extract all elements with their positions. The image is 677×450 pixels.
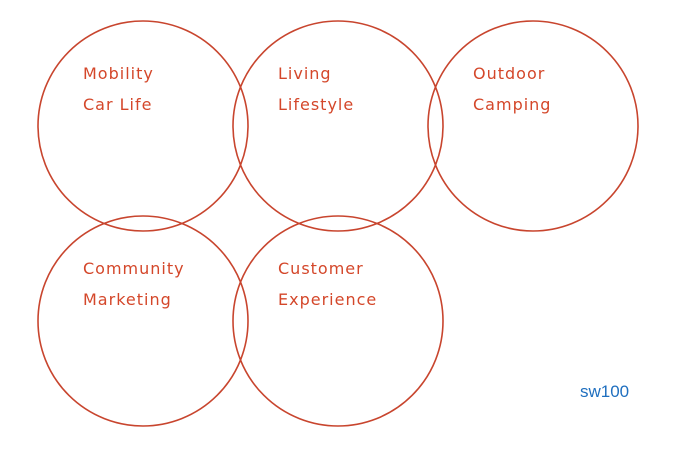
circle-living-label-1: Living xyxy=(278,64,332,83)
circle-community: Community Marketing xyxy=(37,215,249,427)
circle-community-label-2: Marketing xyxy=(83,290,172,309)
circle-customer-outline xyxy=(232,215,444,427)
circle-living-label-2: Lifestyle xyxy=(278,95,354,114)
circle-mobility: Mobility Car Life xyxy=(37,20,249,232)
circle-living: Living Lifestyle xyxy=(232,20,444,232)
circle-outdoor-outline xyxy=(427,20,639,232)
circle-mobility-label-1: Mobility xyxy=(83,64,154,83)
circle-outdoor-label-2: Camping xyxy=(473,95,551,114)
circle-mobility-outline xyxy=(37,20,249,232)
circle-community-label-1: Community xyxy=(83,259,185,278)
circle-outdoor: Outdoor Camping xyxy=(427,20,639,232)
circle-customer: Customer Experience xyxy=(232,215,444,427)
watermark-text: sw100 xyxy=(580,382,630,401)
circle-customer-label-1: Customer xyxy=(278,259,364,278)
circle-community-outline xyxy=(37,215,249,427)
circle-living-outline xyxy=(232,20,444,232)
circle-mobility-label-2: Car Life xyxy=(83,95,152,114)
circle-outdoor-label-1: Outdoor xyxy=(473,64,545,83)
circle-customer-label-2: Experience xyxy=(278,290,377,309)
